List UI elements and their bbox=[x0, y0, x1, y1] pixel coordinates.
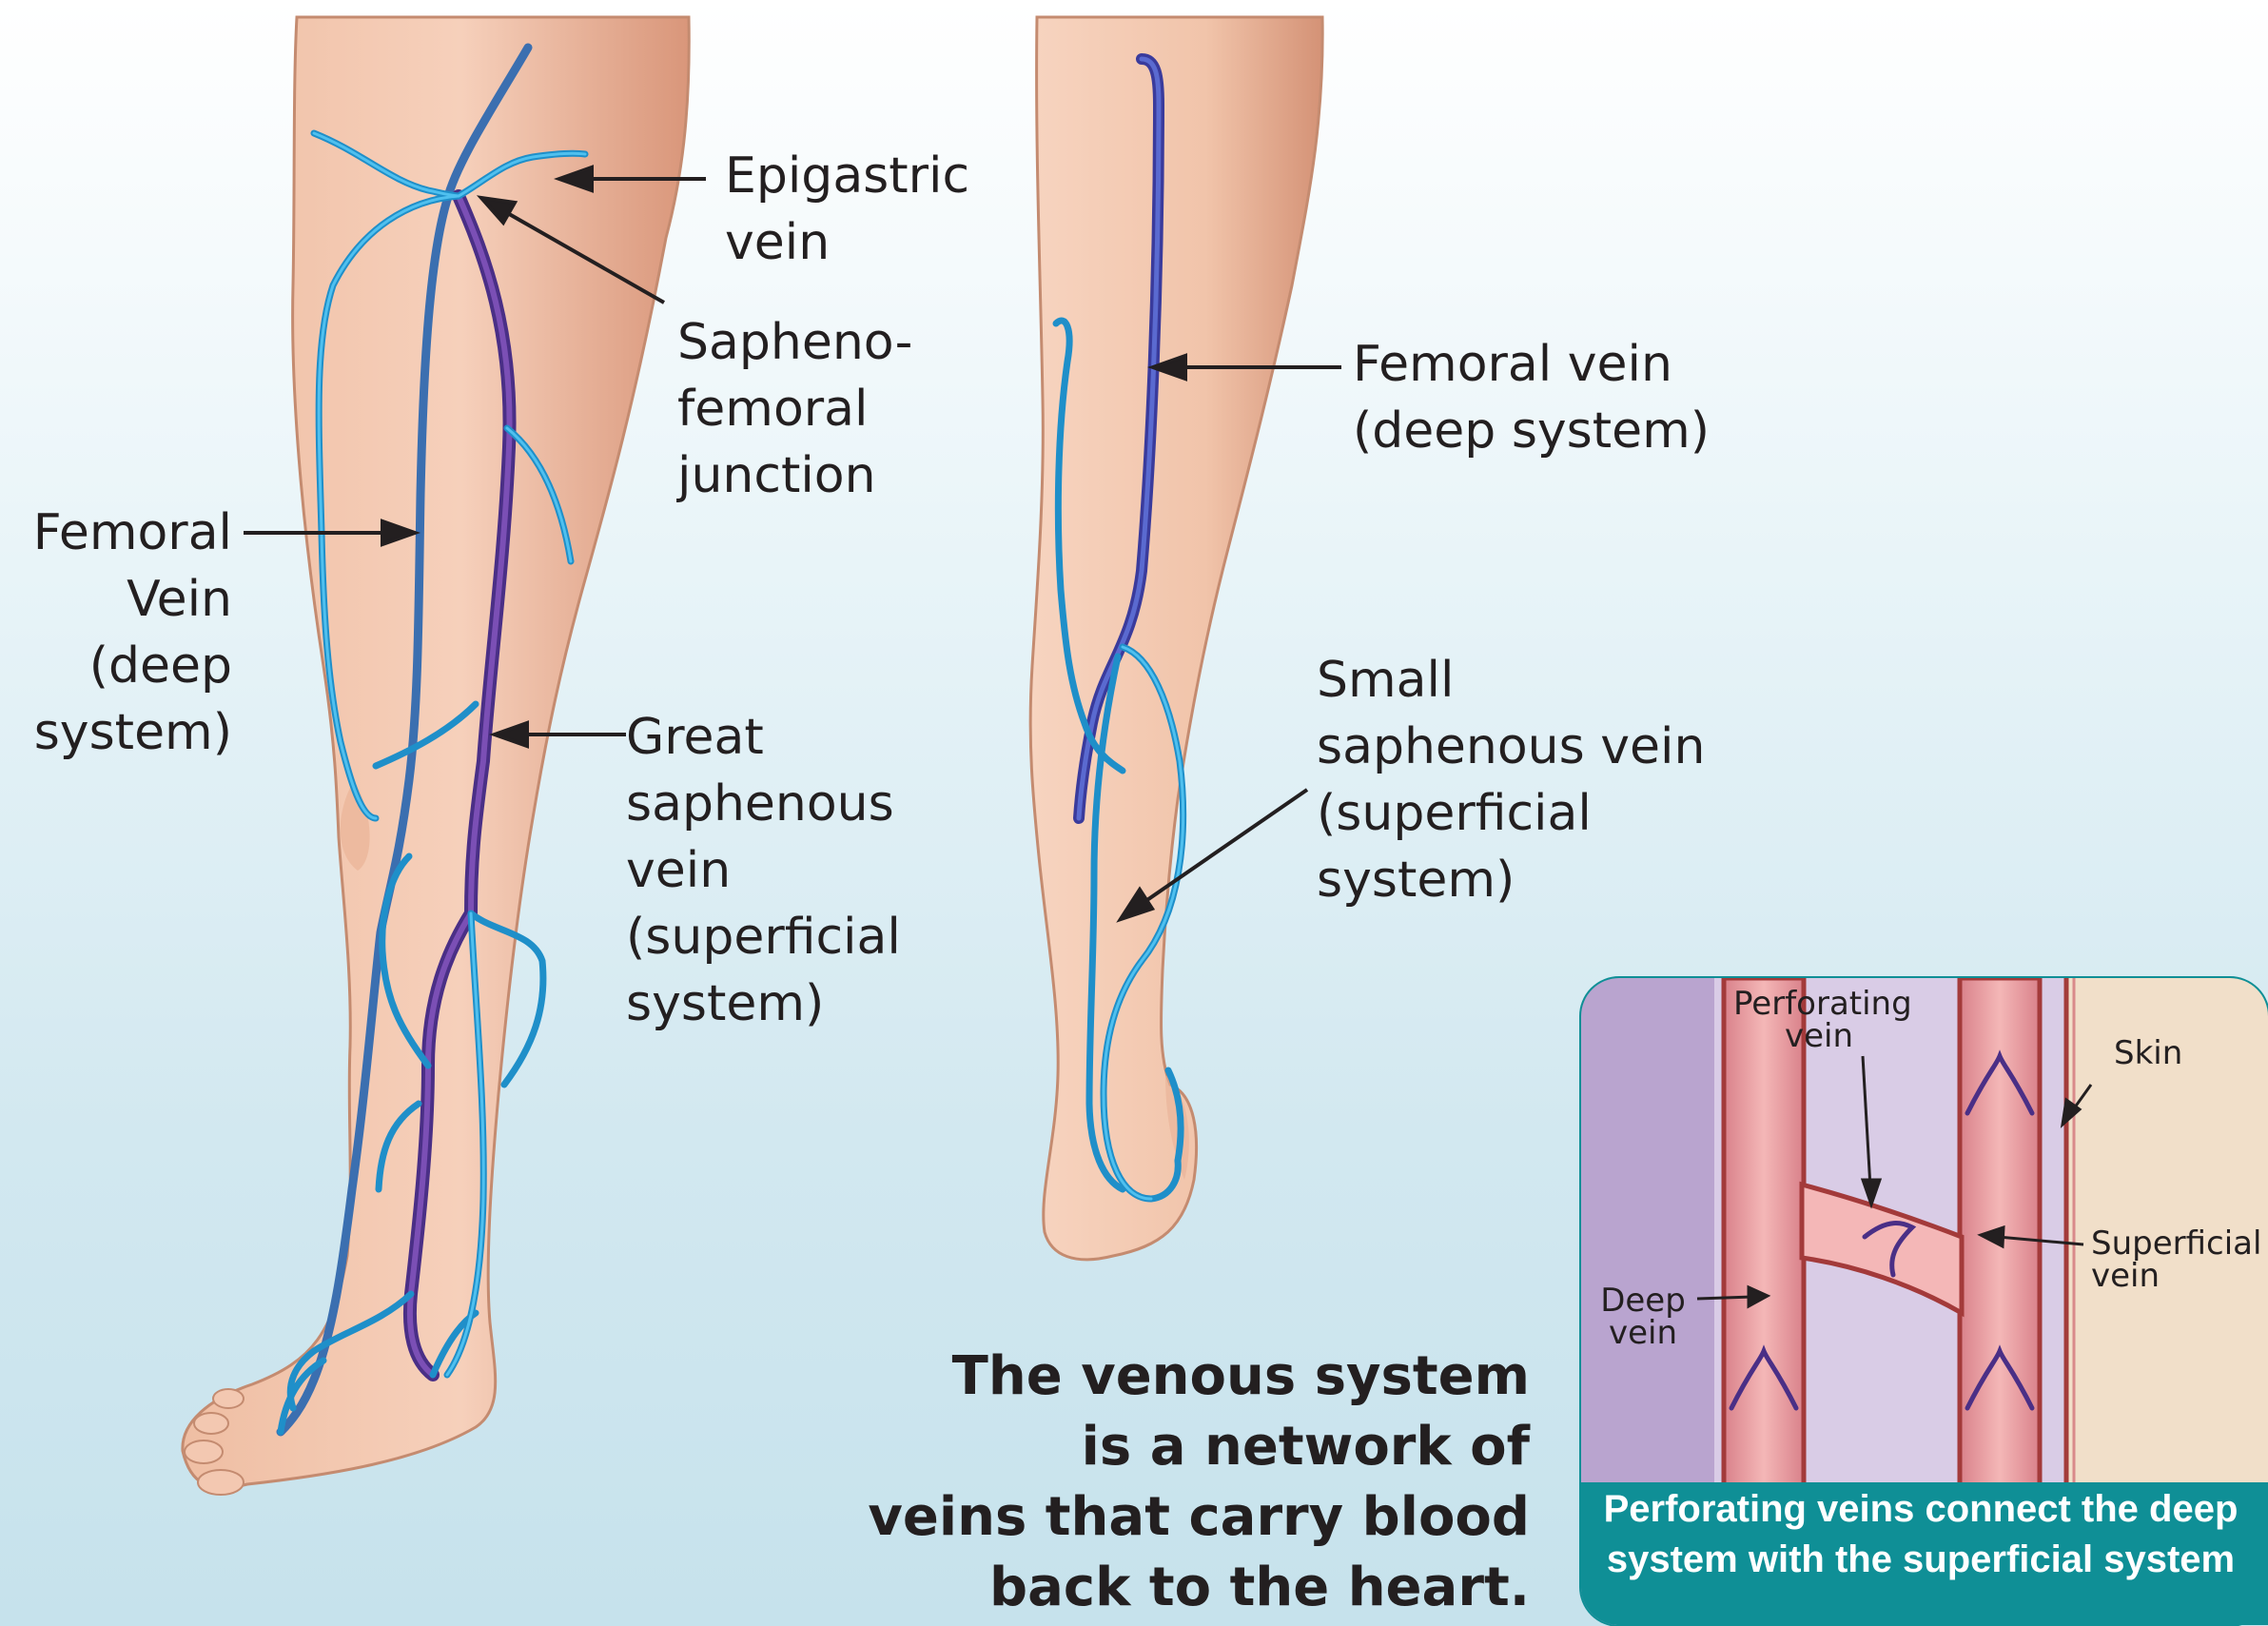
label-femoral-back-line-2: (deep system) bbox=[1353, 398, 1710, 464]
label-great-saphenous-line-5: system) bbox=[626, 970, 901, 1037]
inset-perforating-line-2: vein bbox=[1733, 1020, 1905, 1052]
label-saphenofemoral-junction: Sapheno- femoral junction bbox=[677, 309, 912, 509]
label-small-saphenous-line-1: Small bbox=[1317, 647, 1705, 714]
inset-skin-text: Skin bbox=[2114, 1037, 2182, 1069]
back-leg-skin bbox=[1030, 17, 1322, 1260]
label-great-saphenous-line-1: Great bbox=[626, 704, 901, 771]
headline-line-3: veins that carry blood bbox=[868, 1482, 1530, 1553]
headline-line-1: The venous system bbox=[868, 1342, 1530, 1412]
label-epigastric-vein: Epigastric vein bbox=[725, 143, 969, 276]
label-femoral-front-line-2: Vein bbox=[33, 566, 232, 633]
label-saphenofemoral-line-3: junction bbox=[677, 442, 912, 509]
inset-superficial-line-1: Superficial bbox=[2091, 1227, 2261, 1260]
label-great-saphenous-line-3: vein bbox=[626, 837, 901, 904]
label-femoral-vein-front: Femoral Vein (deep system) bbox=[33, 500, 232, 766]
inset-deep-line-2: vein bbox=[1589, 1317, 1697, 1349]
inset-caption-line-2: system with the superficial system bbox=[1583, 1535, 2258, 1585]
front-leg bbox=[183, 17, 689, 1495]
inset-label-superficial-vein: Superficial vein bbox=[2091, 1227, 2261, 1292]
label-small-saphenous-line-3: (superficial bbox=[1317, 780, 1705, 847]
label-saphenofemoral-line-1: Sapheno- bbox=[677, 309, 912, 376]
label-great-saphenous-line-2: saphenous bbox=[626, 771, 901, 837]
label-epigastric-line-1: Epigastric bbox=[725, 143, 969, 209]
inset-superficial-line-2: vein bbox=[2091, 1260, 2261, 1292]
label-great-saphenous-line-4: (superficial bbox=[626, 904, 901, 970]
inset-label-skin: Skin bbox=[2114, 1037, 2182, 1069]
label-femoral-back-line-1: Femoral vein bbox=[1353, 331, 1710, 398]
label-great-saphenous-vein: Great saphenous vein (superficial system… bbox=[626, 704, 901, 1037]
headline-line-2: is a network of bbox=[868, 1412, 1530, 1482]
inset-deep-line-1: Deep bbox=[1589, 1284, 1697, 1317]
label-epigastric-line-2: vein bbox=[725, 209, 969, 276]
label-femoral-front-line-4: system) bbox=[33, 699, 232, 766]
back-leg bbox=[1030, 17, 1322, 1260]
inset-caption: Perforating veins connect the deep syste… bbox=[1583, 1484, 2258, 1598]
label-femoral-vein-back: Femoral vein (deep system) bbox=[1353, 331, 1710, 464]
headline-line-4: back to the heart. bbox=[868, 1553, 1530, 1623]
label-small-saphenous-line-4: system) bbox=[1317, 847, 1705, 913]
inset-label-perforating-vein: Perforating vein bbox=[1733, 988, 1905, 1052]
label-femoral-front-line-1: Femoral bbox=[33, 500, 232, 566]
inset-label-deep-vein: Deep vein bbox=[1589, 1284, 1697, 1349]
headline: The venous system is a network of veins … bbox=[868, 1342, 1530, 1623]
inset-caption-line-1: Perforating veins connect the deep bbox=[1583, 1484, 2258, 1535]
label-saphenofemoral-line-2: femoral bbox=[677, 376, 912, 442]
label-small-saphenous-vein: Small saphenous vein (superficial system… bbox=[1317, 647, 1705, 913]
inset-perforating-line-1: Perforating bbox=[1733, 988, 1905, 1020]
label-small-saphenous-line-2: saphenous vein bbox=[1317, 714, 1705, 780]
label-femoral-front-line-3: (deep bbox=[33, 633, 232, 699]
